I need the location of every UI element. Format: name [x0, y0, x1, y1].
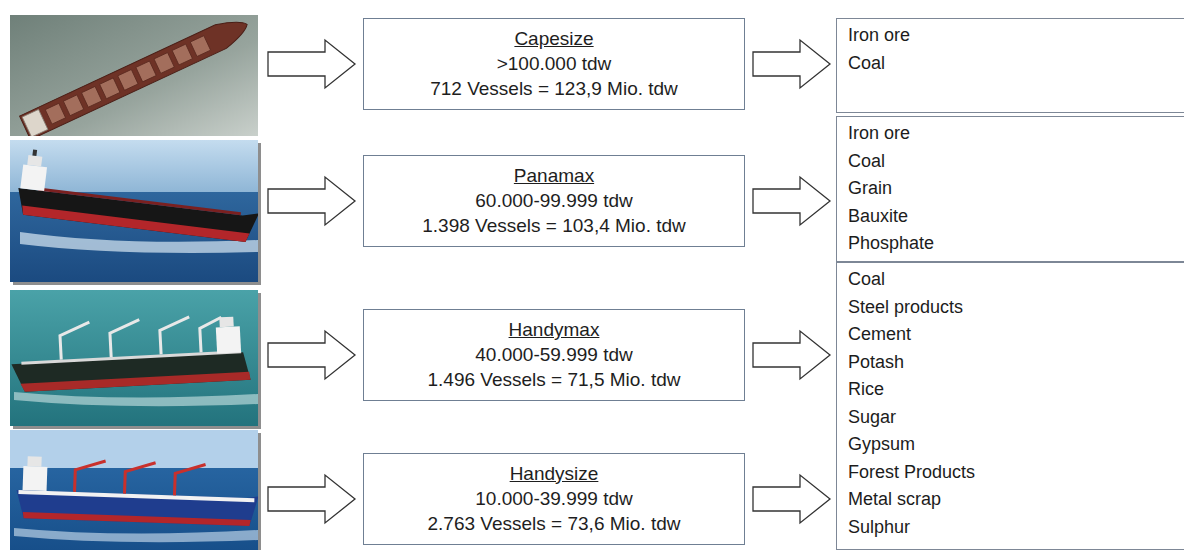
cargo-item: Bauxite — [848, 203, 1181, 231]
ship-photo — [10, 15, 258, 136]
cargo-item: Coal — [848, 266, 1181, 294]
class-name: Panamax — [370, 163, 738, 188]
cargo-item: Rice — [848, 376, 1181, 404]
size-range: 10.000-39.999 tdw — [370, 486, 738, 511]
fleet-count: 1.398 Vessels = 103,4 Mio. tdw — [370, 213, 738, 238]
fleet-count: 712 Vessels = 123,9 Mio. tdw — [370, 76, 738, 101]
fleet-count: 2.763 Vessels = 73,6 Mio. tdw — [370, 511, 738, 536]
cargo-item: Sulphur — [848, 514, 1181, 542]
block-arrow — [753, 331, 830, 379]
hollow-arrow — [268, 40, 355, 523]
cargo-item: Potash — [848, 349, 1181, 377]
class-box: Capesize>100.000 tdw712 Vessels = 123,9 … — [363, 18, 745, 110]
size-range: 60.000-99.999 tdw — [370, 188, 738, 213]
cargo-item: Iron ore — [848, 22, 1181, 50]
cargo-item: Coal — [848, 50, 1181, 78]
cargo-box: CoalSteel productsCementPotashRiceSugarG… — [836, 262, 1184, 550]
cargo-item: Metal scrap — [848, 486, 1181, 514]
class-box: Handysize10.000-39.999 tdw2.763 Vessels … — [363, 453, 745, 545]
block-arrow — [753, 40, 830, 88]
ship-photo — [10, 140, 258, 282]
cargo-item: Iron ore — [848, 120, 1181, 148]
cargo-item: Cement — [848, 321, 1181, 349]
class-name: Handymax — [370, 317, 738, 342]
class-name: Capesize — [370, 26, 738, 51]
block-arrow — [753, 475, 830, 523]
class-box: Panamax60.000-99.999 tdw1.398 Vessels = … — [363, 155, 745, 247]
cargo-item: Steel products — [848, 294, 1181, 322]
class-box: Handymax40.000-59.999 tdw1.496 Vessels =… — [363, 309, 745, 401]
ship-photo — [10, 430, 258, 550]
class-name: Handysize — [370, 461, 738, 486]
size-range: >100.000 tdw — [370, 51, 738, 76]
fleet-count: 1.496 Vessels = 71,5 Mio. tdw — [370, 367, 738, 392]
cargo-item: Grain — [848, 175, 1181, 203]
size-range: 40.000-59.999 tdw — [370, 342, 738, 367]
ship-photo — [10, 290, 258, 426]
cargo-box: Iron oreCoal — [836, 18, 1184, 113]
cargo-item: Gypsum — [848, 431, 1181, 459]
cargo-item: Coal — [848, 148, 1181, 176]
cargo-item: Sugar — [848, 404, 1181, 432]
block-arrow — [753, 177, 830, 225]
cargo-box: Iron oreCoalGrainBauxitePhosphate — [836, 116, 1184, 262]
cargo-item: Forest Products — [848, 459, 1181, 487]
cargo-item: Phosphate — [848, 230, 1181, 258]
